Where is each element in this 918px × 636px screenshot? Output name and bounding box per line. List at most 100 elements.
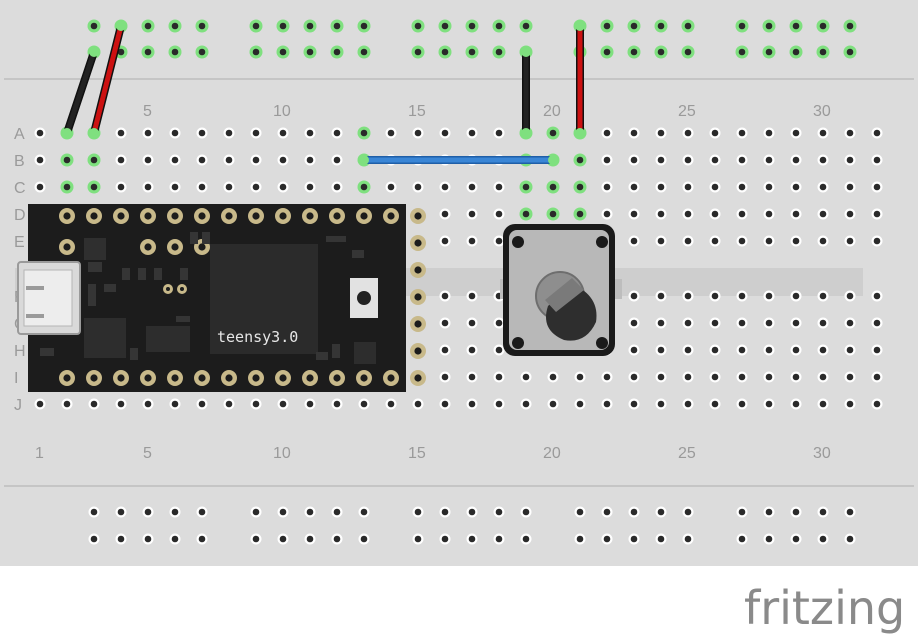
breadboard-hole[interactable] (738, 319, 746, 327)
breadboard-hole[interactable] (441, 400, 449, 408)
breadboard-hole[interactable] (711, 292, 719, 300)
breadboard-hole[interactable] (576, 183, 584, 191)
rail-hole[interactable] (117, 535, 125, 543)
rail-hole[interactable] (630, 22, 638, 30)
breadboard-hole[interactable] (792, 346, 800, 354)
rail-hole[interactable] (522, 22, 530, 30)
breadboard-hole[interactable] (306, 129, 314, 137)
breadboard-hole[interactable] (63, 400, 71, 408)
breadboard-hole[interactable] (846, 400, 854, 408)
breadboard-hole[interactable] (522, 210, 530, 218)
rail-hole[interactable] (684, 48, 692, 56)
breadboard-hole[interactable] (333, 183, 341, 191)
breadboard-hole[interactable] (252, 129, 260, 137)
rail-hole[interactable] (360, 22, 368, 30)
rail-hole[interactable] (171, 48, 179, 56)
breadboard-hole[interactable] (711, 210, 719, 218)
breadboard-hole[interactable] (63, 156, 71, 164)
breadboard-hole[interactable] (819, 400, 827, 408)
breadboard-hole[interactable] (684, 346, 692, 354)
rail-hole[interactable] (468, 508, 476, 516)
rail-hole[interactable] (657, 22, 665, 30)
rail-hole[interactable] (630, 508, 638, 516)
breadboard-hole[interactable] (252, 400, 260, 408)
breadboard-hole[interactable] (711, 346, 719, 354)
rail-hole[interactable] (495, 535, 503, 543)
breadboard-hole[interactable] (495, 210, 503, 218)
breadboard-hole[interactable] (846, 210, 854, 218)
breadboard-hole[interactable] (360, 129, 368, 137)
rail-hole[interactable] (738, 48, 746, 56)
breadboard-hole[interactable] (657, 210, 665, 218)
rail-hole[interactable] (792, 535, 800, 543)
breadboard-hole[interactable] (792, 319, 800, 327)
rail-hole[interactable] (792, 508, 800, 516)
rail-hole[interactable] (306, 508, 314, 516)
breadboard-hole[interactable] (549, 183, 557, 191)
breadboard-hole[interactable] (873, 346, 881, 354)
breadboard-hole[interactable] (360, 183, 368, 191)
breadboard-hole[interactable] (873, 292, 881, 300)
breadboard-hole[interactable] (792, 156, 800, 164)
breadboard-hole[interactable] (792, 237, 800, 245)
breadboard-hole[interactable] (684, 319, 692, 327)
rail-hole[interactable] (468, 48, 476, 56)
breadboard-hole[interactable] (738, 129, 746, 137)
breadboard-hole[interactable] (306, 400, 314, 408)
gnd-jumper-left[interactable] (64, 49, 97, 136)
breadboard-hole[interactable] (873, 183, 881, 191)
breadboard-hole[interactable] (279, 129, 287, 137)
breadboard-hole[interactable] (522, 373, 530, 381)
rail-hole[interactable] (306, 48, 314, 56)
rail-hole[interactable] (738, 508, 746, 516)
breadboard-hole[interactable] (738, 400, 746, 408)
rail-hole[interactable] (198, 508, 206, 516)
breadboard-hole[interactable] (765, 319, 773, 327)
breadboard-hole[interactable] (819, 129, 827, 137)
breadboard-hole[interactable] (441, 129, 449, 137)
breadboard-hole[interactable] (711, 129, 719, 137)
rail-hole[interactable] (414, 508, 422, 516)
rail-hole[interactable] (765, 48, 773, 56)
breadboard-hole[interactable] (36, 156, 44, 164)
rail-hole[interactable] (657, 535, 665, 543)
breadboard-hole[interactable] (225, 129, 233, 137)
breadboard-hole[interactable] (603, 210, 611, 218)
rail-hole[interactable] (522, 508, 530, 516)
breadboard-hole[interactable] (117, 129, 125, 137)
rail-hole[interactable] (630, 48, 638, 56)
breadboard-hole[interactable] (603, 156, 611, 164)
rail-hole[interactable] (846, 48, 854, 56)
rail-hole[interactable] (576, 508, 584, 516)
breadboard-hole[interactable] (225, 183, 233, 191)
breadboard-hole[interactable] (630, 400, 638, 408)
rail-hole[interactable] (630, 535, 638, 543)
rail-hole[interactable] (144, 535, 152, 543)
breadboard-hole[interactable] (90, 183, 98, 191)
rail-hole[interactable] (846, 22, 854, 30)
rail-hole[interactable] (576, 535, 584, 543)
breadboard-hole[interactable] (630, 183, 638, 191)
rail-hole[interactable] (198, 22, 206, 30)
breadboard-hole[interactable] (684, 400, 692, 408)
breadboard-hole[interactable] (279, 183, 287, 191)
breadboard-hole[interactable] (603, 129, 611, 137)
breadboard-hole[interactable] (684, 210, 692, 218)
breadboard-hole[interactable] (765, 210, 773, 218)
breadboard-hole[interactable] (576, 373, 584, 381)
breadboard-hole[interactable] (333, 400, 341, 408)
breadboard-hole[interactable] (387, 129, 395, 137)
rail-hole[interactable] (441, 535, 449, 543)
breadboard-hole[interactable] (630, 319, 638, 327)
rail-hole[interactable] (279, 508, 287, 516)
breadboard-hole[interactable] (684, 156, 692, 164)
breadboard-hole[interactable] (657, 373, 665, 381)
breadboard-hole[interactable] (171, 129, 179, 137)
rail-hole[interactable] (603, 48, 611, 56)
breadboard-hole[interactable] (792, 183, 800, 191)
breadboard-hole[interactable] (873, 237, 881, 245)
breadboard-hole[interactable] (198, 183, 206, 191)
rail-hole[interactable] (144, 48, 152, 56)
rail-hole[interactable] (279, 22, 287, 30)
breadboard-hole[interactable] (198, 156, 206, 164)
